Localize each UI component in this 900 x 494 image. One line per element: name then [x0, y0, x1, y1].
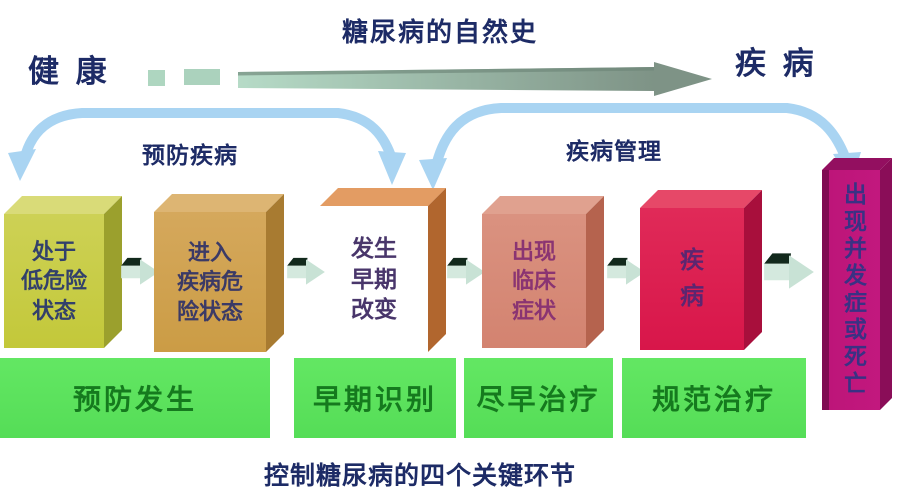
flow-arrow-icon	[764, 253, 814, 289]
action-label: 尽早治疗	[476, 384, 601, 415]
stage-complications-or-death: 出现并发症或死亡	[822, 158, 892, 422]
stage-enter-risk-state: 进入疾病危险状态	[154, 194, 284, 352]
stage-label: 发生早期改变	[351, 235, 397, 323]
prevention-phase-label: 预防疾病	[142, 142, 238, 168]
stage-top-face	[640, 190, 762, 208]
stage-side-face	[266, 194, 284, 352]
diagram-title: 糖尿病的自然史	[341, 17, 538, 47]
flow-arrow-icon	[121, 257, 159, 285]
action-standard-treatment: 规范治疗	[622, 358, 806, 438]
stage-top-face	[320, 188, 446, 206]
timeline-arrow-icon	[148, 62, 712, 96]
action-early-identification: 早期识别	[294, 358, 456, 438]
stage-top-face	[4, 196, 122, 214]
flow-arrow-icon	[607, 257, 645, 285]
prevention-bracket-icon	[8, 108, 406, 185]
healthy-label: 健 康	[28, 54, 111, 89]
stage-label: 出现并发症或死亡	[822, 170, 880, 410]
stage-label: 出现临床症状	[482, 214, 586, 348]
stage-label: 处于低危险状态	[4, 214, 104, 348]
stage-side-face	[428, 188, 446, 352]
stage-early-changes: 发生早期改变	[320, 188, 446, 352]
stage-side-face	[586, 196, 604, 348]
stage-side-face	[744, 190, 762, 350]
stage-disease: 疾病	[640, 190, 762, 350]
stage-side-face	[104, 196, 122, 348]
stage-low-risk-state: 处于低危险状态	[4, 196, 122, 348]
stage-clinical-symptoms: 出现临床症状	[482, 196, 604, 348]
flow-arrow-icon	[287, 257, 325, 285]
action-label: 规范治疗	[651, 384, 776, 415]
stage-label: 疾病	[640, 208, 744, 350]
flow-arrow-icon	[447, 257, 485, 285]
management-phase-label: 疾病管理	[566, 138, 662, 164]
stage-side-face	[880, 158, 892, 410]
stage-top-face	[154, 194, 284, 212]
action-prevent-onset: 预防发生	[0, 358, 270, 438]
stage-label: 进入疾病危险状态	[154, 212, 266, 352]
action-early-treatment: 尽早治疗	[464, 358, 613, 438]
stage-top-face	[822, 158, 892, 170]
disease-label: 疾 病	[735, 46, 818, 81]
diagram-caption: 控制糖尿病的四个关键环节	[263, 462, 576, 490]
stage-top-face	[482, 196, 604, 214]
action-label: 预防发生	[72, 384, 197, 415]
action-label: 早期识别	[312, 384, 437, 415]
